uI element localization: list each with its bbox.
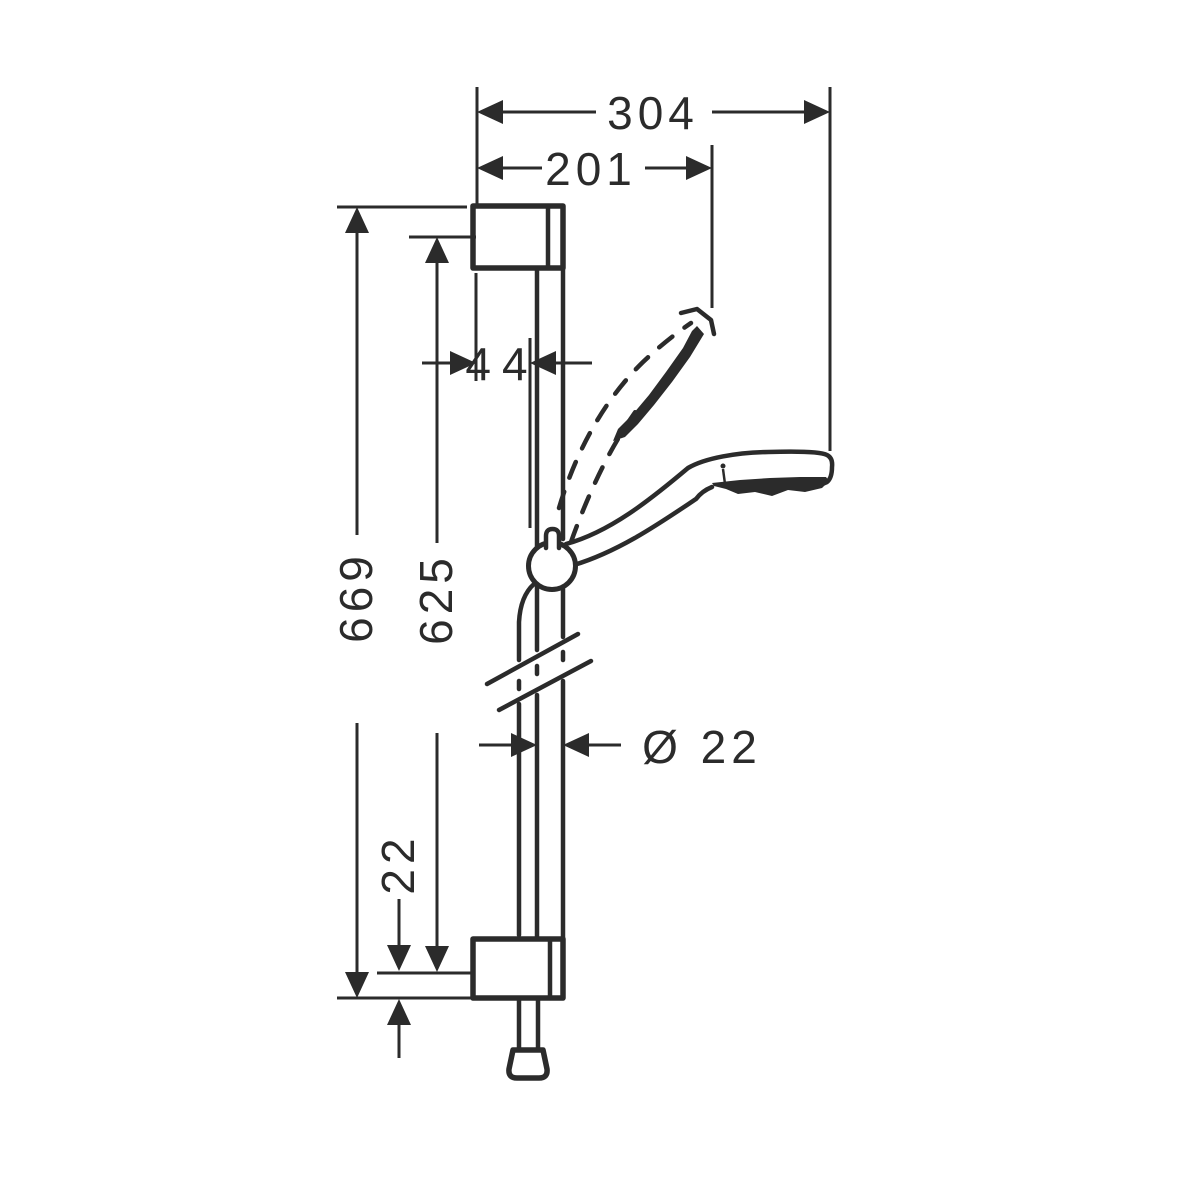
dim-wall-offset-label: 44 xyxy=(465,338,538,390)
slider-holder xyxy=(526,526,578,592)
top-wall-bracket xyxy=(470,203,566,271)
arrowhead-right xyxy=(686,156,712,180)
hose-nut xyxy=(506,1047,550,1081)
arrowhead-bottom xyxy=(345,972,369,998)
bottom-wall-bracket xyxy=(470,936,566,1001)
dim-rail-height-label: 625 xyxy=(410,553,462,645)
dim-rail-diameter: Ø 22 xyxy=(479,721,762,773)
dimension-annotations: 304 201 44 669 xyxy=(330,87,832,1058)
dim-rail-diameter-label: Ø 22 xyxy=(642,721,762,773)
arrowhead-left xyxy=(477,156,503,180)
dim-wall-offset: 44 xyxy=(422,273,592,528)
dim-overall-height: 669 xyxy=(330,205,473,1000)
arrowhead-top xyxy=(345,207,369,233)
head-pivot-line xyxy=(721,468,727,485)
holder-release-button xyxy=(543,526,562,551)
arrowhead-left xyxy=(511,733,537,757)
arrowhead-right xyxy=(563,733,589,757)
break-mark-lower xyxy=(496,658,594,713)
handshower-dashed xyxy=(556,306,717,545)
dim-bottom-offset-label: 22 xyxy=(372,833,424,894)
dim-overall-width: 304 xyxy=(475,87,832,451)
holder-body xyxy=(526,540,578,592)
dim-head-width-label: 201 xyxy=(545,143,637,195)
dim-head-width: 201 xyxy=(477,143,714,308)
handshower-bottom-outline xyxy=(571,484,715,568)
dashed-handle-outer-edge xyxy=(556,320,694,511)
arrowhead-bottom xyxy=(425,946,449,972)
dim-bottom-offset: 22 xyxy=(372,833,424,1058)
arrowhead-left xyxy=(450,351,476,375)
head-pivot-dot xyxy=(720,463,726,469)
break-mark-upper xyxy=(484,631,581,687)
dim-rail-height: 625 xyxy=(377,235,476,975)
dashed-head-cap-edge xyxy=(678,306,717,337)
hose-lower-section xyxy=(516,995,541,1053)
dim-overall-height-label: 669 xyxy=(330,551,382,643)
arrowhead-bottom xyxy=(387,999,411,1025)
handshower-top-outline xyxy=(563,449,835,547)
dim-overall-width-label: 304 xyxy=(607,87,699,139)
arrowhead-right xyxy=(804,100,830,124)
arrowhead-top xyxy=(425,237,449,263)
handshower-solid xyxy=(560,449,835,568)
rail xyxy=(484,265,594,942)
shower-set xyxy=(470,203,835,1081)
arrowhead-left xyxy=(477,100,503,124)
arrowhead-right xyxy=(530,351,556,375)
arrowhead-top xyxy=(387,945,411,971)
solid-spray-face xyxy=(712,477,829,496)
dashed-spray-face xyxy=(613,326,704,441)
